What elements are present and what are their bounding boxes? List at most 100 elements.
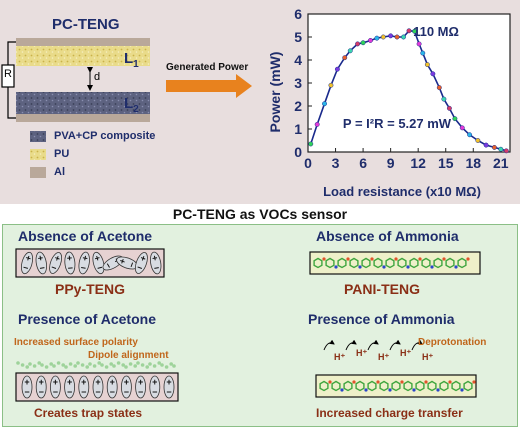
pani-ring — [397, 257, 407, 269]
svg-text:−: − — [80, 263, 87, 274]
dipole-random: +− — [78, 251, 90, 275]
pani-ring — [463, 380, 473, 392]
y-tick-label: 1 — [294, 121, 302, 137]
pani-ring — [415, 380, 425, 392]
chain-atom — [364, 388, 368, 392]
arrow-label: Generated Power — [166, 62, 249, 73]
chain-atom — [460, 388, 464, 392]
resistor-label: R — [4, 68, 12, 80]
data-point — [380, 34, 386, 40]
acetone-molecule — [157, 361, 161, 365]
svg-text:+: + — [166, 377, 171, 387]
acetone-molecule — [25, 365, 30, 369]
pani-ring — [337, 257, 347, 269]
composite-layer — [16, 92, 150, 114]
dipole-aligned: +− — [163, 375, 175, 399]
acetone-molecule — [104, 365, 109, 369]
chain-atom — [418, 257, 422, 261]
pani-ring — [445, 257, 455, 269]
svg-text:−: − — [103, 261, 114, 271]
acetone-molecule — [44, 365, 49, 369]
dipole-random: +− — [64, 251, 76, 275]
chain-atom — [382, 265, 386, 269]
acetone-molecule — [172, 364, 176, 368]
x-tick-label: 15 — [438, 155, 454, 171]
x-tick-label: 18 — [465, 155, 481, 171]
proton-label-3: H⁺ — [378, 352, 390, 362]
chain-atom — [400, 380, 404, 384]
chain-atom — [448, 380, 452, 384]
acetone-molecule — [37, 361, 41, 365]
data-point — [430, 71, 436, 77]
dipole-random: +− — [134, 252, 148, 274]
pani-ring — [433, 257, 443, 269]
data-point — [452, 116, 458, 122]
data-point — [416, 41, 422, 47]
acetone-molecule — [133, 364, 137, 368]
y-tick-label: 0 — [294, 144, 302, 160]
pani-ring — [355, 380, 365, 392]
pani-teng-label: PANI-TENG — [344, 281, 420, 297]
y-tick-label: 4 — [294, 52, 302, 68]
ammonia-effect-deprotonation: Deprotonation — [418, 337, 487, 348]
pani-strip-absent — [309, 251, 481, 275]
svg-text:+: + — [67, 377, 72, 387]
legend-swatch-composite — [30, 131, 46, 142]
acetone-molecule — [145, 365, 149, 369]
acetone-effect-polarity: Increased surface polarity — [14, 337, 138, 348]
svg-text:+: + — [37, 253, 44, 264]
peak-annotation: 110 MΩ — [413, 24, 459, 39]
data-point — [475, 138, 481, 143]
chain-atom — [370, 257, 374, 261]
svg-text:−: − — [136, 262, 144, 273]
pani-ring — [451, 380, 461, 392]
svg-text:−: − — [96, 262, 104, 273]
pani-ring — [343, 380, 353, 392]
svg-text:+: + — [117, 257, 128, 265]
acetone-molecule — [61, 363, 65, 367]
dipole-aligned: +− — [149, 375, 161, 399]
svg-text:+: + — [24, 377, 29, 387]
pani-ring — [457, 257, 467, 269]
chain-atom — [412, 388, 416, 392]
svg-text:−: − — [95, 387, 100, 397]
acetone-result: Creates trap states — [34, 406, 143, 420]
acetone-molecule — [128, 362, 133, 366]
pani-ring — [331, 380, 341, 392]
acetone-molecule — [148, 362, 152, 366]
pani-ring — [361, 257, 371, 269]
data-point — [308, 141, 314, 147]
dipole-aligned: +− — [21, 375, 33, 399]
x-tick-label: 9 — [387, 155, 395, 171]
dipole-random: +− — [116, 256, 138, 270]
svg-text:+: + — [151, 253, 158, 264]
proton-release-arrow — [411, 339, 423, 351]
svg-text:+: + — [138, 377, 143, 387]
data-point — [441, 96, 447, 102]
svg-text:+: + — [53, 377, 58, 387]
proton-release-arrow — [345, 339, 357, 351]
ammonia-result: Increased charge transfer — [316, 406, 463, 420]
svg-text:−: − — [22, 262, 30, 273]
acetone-molecule — [97, 361, 101, 365]
svg-text:+: + — [53, 253, 61, 264]
device-title: PC-TENG — [52, 16, 120, 33]
svg-text:+: + — [39, 377, 44, 387]
chain-atom — [466, 257, 470, 261]
al-layer-top — [16, 38, 150, 46]
legend-label-al: Al — [54, 166, 65, 178]
acetone-molecule — [49, 362, 53, 366]
pani-ring — [427, 380, 437, 392]
dipole-random: +− — [49, 252, 63, 274]
x-axis-label: Load resistance (x10 MΩ) — [323, 184, 481, 199]
svg-text:−: − — [81, 387, 86, 397]
acetone-molecule — [140, 363, 145, 367]
data-point — [328, 82, 334, 88]
chain-atom — [436, 388, 440, 392]
chain-atom — [328, 380, 332, 384]
acetone-molecule — [76, 361, 80, 365]
dipole-aligned: +− — [78, 375, 90, 399]
chain-atom — [430, 265, 434, 269]
y-tick-label: 3 — [294, 75, 302, 91]
data-point — [347, 48, 353, 54]
